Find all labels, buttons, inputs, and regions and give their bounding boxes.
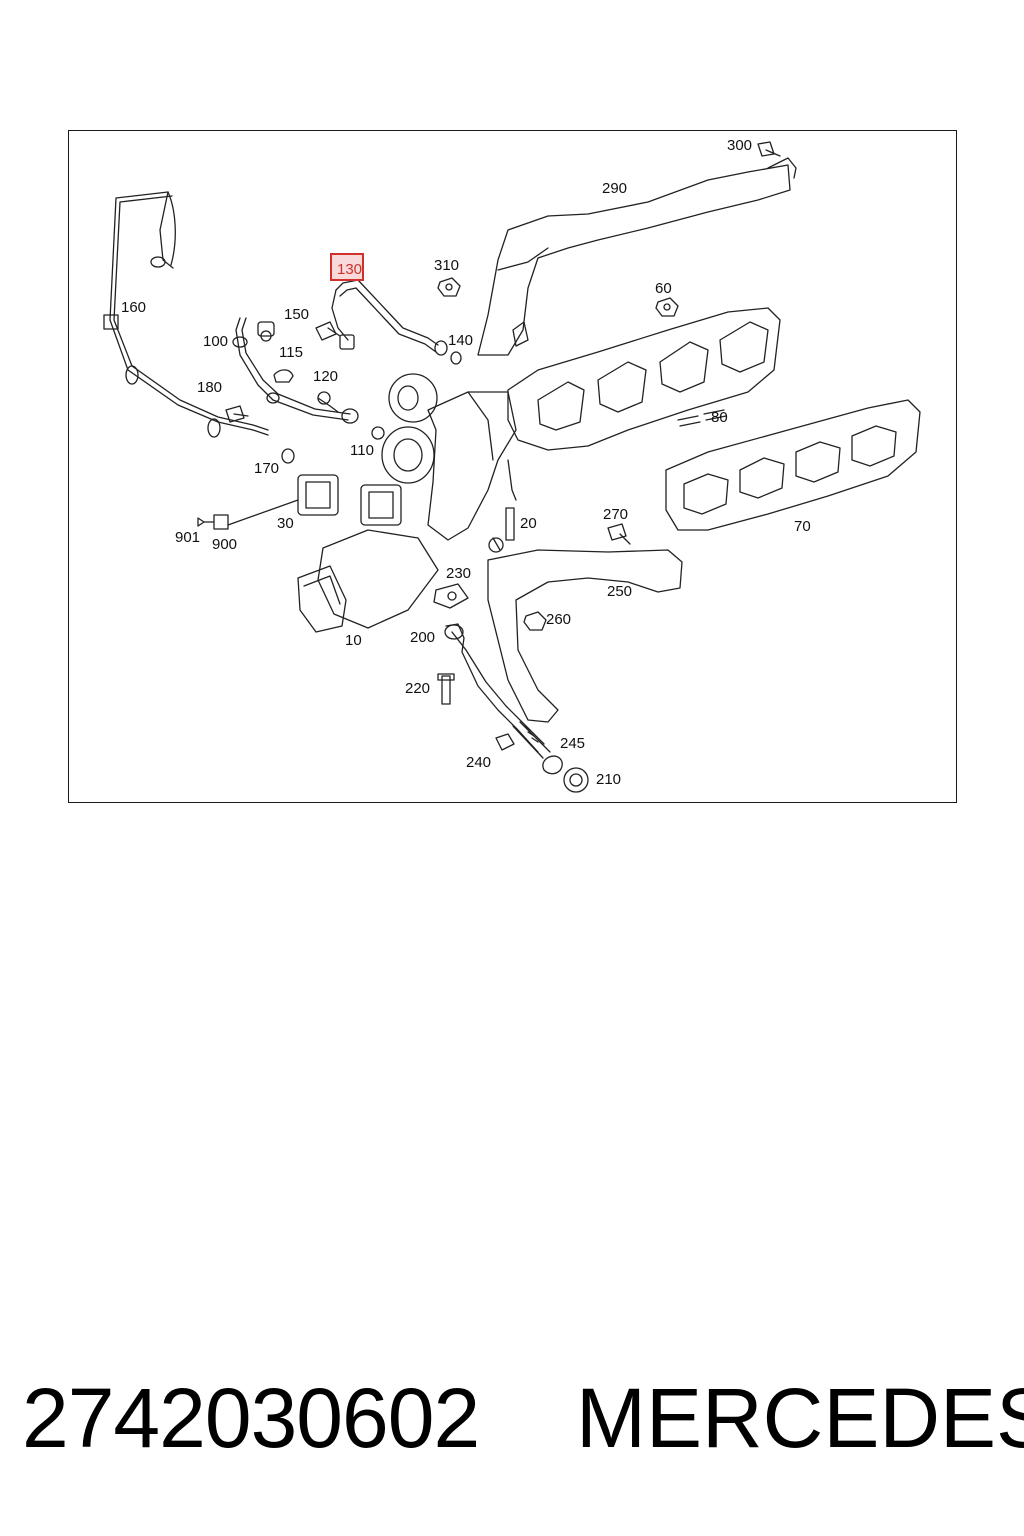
callout-115: 115 bbox=[279, 344, 303, 361]
callout-230: 230 bbox=[446, 565, 472, 582]
callout-110: 110 bbox=[350, 442, 374, 459]
sensor-30-b bbox=[360, 484, 402, 526]
turbo-outlet-10 bbox=[317, 529, 439, 629]
callout-200: 200 bbox=[410, 629, 436, 646]
callout-250: 250 bbox=[607, 583, 633, 600]
callout-140: 140 bbox=[448, 332, 474, 349]
callout-220: 220 bbox=[405, 680, 431, 697]
turbo-actuator bbox=[388, 373, 438, 423]
exhaust-manifold bbox=[507, 307, 781, 451]
callout-270: 270 bbox=[603, 506, 629, 523]
sensor-30-a bbox=[297, 474, 339, 516]
callout-240: 240 bbox=[466, 754, 492, 771]
pipe-200 bbox=[445, 623, 539, 753]
exploded-parts-drawing bbox=[103, 141, 921, 793]
callout-30: 30 bbox=[277, 515, 294, 532]
callout-10: 10 bbox=[345, 632, 362, 649]
callout-60: 60 bbox=[655, 280, 672, 297]
callout-290: 290 bbox=[602, 180, 628, 197]
callout-20: 20 bbox=[520, 515, 537, 532]
brand-name: MERCEDES bbox=[576, 1371, 1024, 1465]
oil-feed-pipe-160 bbox=[109, 191, 269, 436]
callout-120: 120 bbox=[313, 368, 339, 385]
callout-180: 180 bbox=[197, 379, 223, 396]
bracket-250 bbox=[487, 549, 683, 723]
oil-return-pipe-130 bbox=[335, 279, 439, 346]
plug-210 bbox=[563, 767, 589, 793]
callout-150: 150 bbox=[284, 306, 310, 323]
callout-901: 901 bbox=[175, 529, 201, 546]
manifold-gasket-70 bbox=[665, 399, 921, 531]
callout-70: 70 bbox=[794, 518, 811, 535]
callout-245: 245 bbox=[560, 735, 586, 752]
callout-300: 300 bbox=[727, 137, 753, 154]
part-number: 2742030602 bbox=[22, 1371, 480, 1465]
callout-100: 100 bbox=[203, 333, 229, 350]
footer: 2742030602 MERCEDES bbox=[0, 1368, 1024, 1468]
callout-900: 900 bbox=[212, 536, 238, 553]
highlight-box-130 bbox=[330, 253, 364, 281]
callout-80: 80 bbox=[711, 409, 728, 426]
heat-shield-290 bbox=[477, 164, 791, 356]
turbo-compressor-inlet bbox=[381, 426, 435, 484]
callout-210: 210 bbox=[596, 771, 622, 788]
callout-160: 160 bbox=[121, 299, 147, 316]
callout-170: 170 bbox=[254, 460, 280, 477]
callout-260: 260 bbox=[546, 611, 572, 628]
callout-310: 310 bbox=[434, 257, 460, 274]
diagram-frame bbox=[68, 130, 957, 803]
callout-130[interactable]: 130 bbox=[337, 261, 363, 278]
